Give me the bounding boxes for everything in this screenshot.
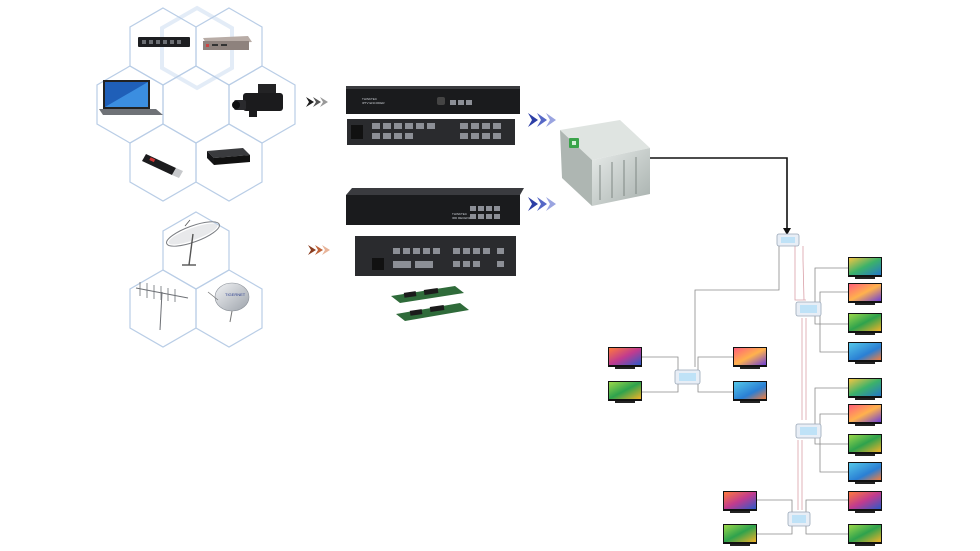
expansion-card-1 xyxy=(391,286,464,303)
hex-cell-yagi xyxy=(129,269,197,348)
tv-icon xyxy=(848,491,882,513)
hex-cell-stb xyxy=(195,123,263,202)
headend-top-label: THINKTEC xyxy=(362,97,378,101)
tv-icon xyxy=(608,347,642,369)
headend-top-model: IPTV ENCODER xyxy=(362,101,385,105)
satellite-dish-small-icon: TIGERNET xyxy=(207,282,250,323)
tv-icon xyxy=(733,381,767,403)
splitter-right-1 xyxy=(795,301,822,317)
tv-icon xyxy=(848,434,882,456)
laptop-icon xyxy=(99,80,163,115)
tv-icon xyxy=(723,491,757,513)
bnc-port xyxy=(437,97,445,105)
network-switch-icon xyxy=(138,37,190,47)
dish-badge-text: TIGERNET xyxy=(225,292,246,297)
splitter-right-3 xyxy=(787,511,811,527)
splitter-right-2 xyxy=(795,423,822,439)
splitter-left xyxy=(674,369,701,385)
headend-device-top: THINKTEC IPTV ENCODER xyxy=(346,86,520,145)
arrow-headend-bottom-to-amp xyxy=(528,197,556,211)
tv-icon xyxy=(848,404,882,426)
headend-device-bottom: THINKTEC IRD RECEIVER xyxy=(346,188,524,321)
tv-icon xyxy=(848,462,882,484)
headend-bottom-model: IRD RECEIVER xyxy=(452,216,474,220)
sources-hex-cluster xyxy=(96,5,296,202)
arrow-headend-top-to-amp xyxy=(528,113,556,127)
tv-icon xyxy=(848,313,882,335)
tv-icon xyxy=(723,524,757,546)
camcorder-icon xyxy=(232,84,283,117)
distribution-wires xyxy=(642,246,848,535)
tv-icon xyxy=(733,347,767,369)
arrow-sources-to-headend xyxy=(306,97,328,107)
arrow-antenna-to-headend xyxy=(308,245,330,255)
hex-cell-dish-small xyxy=(195,269,263,348)
yagi-antenna-icon xyxy=(135,282,189,331)
mini-pc-icon xyxy=(203,36,252,50)
tv-icon xyxy=(848,283,882,305)
usb-drive-icon xyxy=(142,154,183,178)
headend-bottom-label: THINKTEC xyxy=(452,212,468,216)
expansion-card-2 xyxy=(396,303,469,321)
tv-icon xyxy=(848,342,882,364)
tv-icon xyxy=(848,524,882,546)
splitter-top xyxy=(776,233,800,247)
set-top-box-icon xyxy=(207,148,250,165)
main-feed-line xyxy=(650,157,791,235)
tv-icon xyxy=(608,381,642,403)
tv-icon xyxy=(848,257,882,279)
satellite-dish-icon xyxy=(166,219,220,266)
optical-amplifier xyxy=(560,120,650,206)
antenna-hex-cluster: TIGERNET xyxy=(129,211,263,348)
tv-icon xyxy=(848,378,882,400)
